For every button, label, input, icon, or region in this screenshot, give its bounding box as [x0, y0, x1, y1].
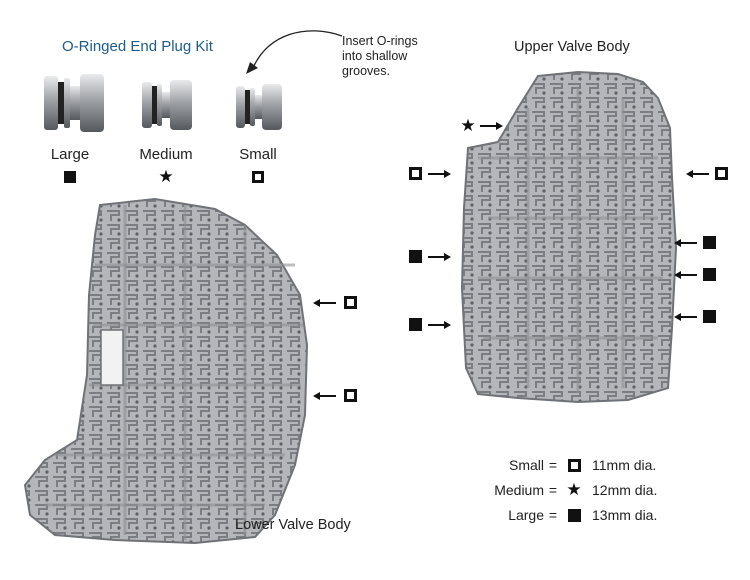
solid-square-icon [409, 250, 422, 263]
upper-marker-small-1 [409, 167, 451, 180]
upper-marker-medium-1: ★ [460, 116, 503, 135]
note-arrow [246, 30, 343, 74]
kit-title: O-Ringed End Plug Kit [62, 38, 213, 55]
legend-row-small: Small = 11mm dia. [508, 457, 657, 473]
lower-marker-small-1 [313, 296, 357, 309]
star-icon: ★ [158, 167, 174, 186]
lower-marker-small-2 [313, 389, 357, 402]
hollow-square-icon [409, 167, 422, 180]
size-legend: Small = 11mm dia. Medium = ★ 12mm dia. L… [468, 455, 657, 525]
hollow-square-icon [567, 458, 581, 472]
hollow-square-icon [344, 296, 357, 309]
solid-square-icon [703, 236, 716, 249]
plug-label-large: Large [50, 146, 90, 163]
upper-marker-large-4 [674, 310, 716, 323]
medium-plug-image [142, 80, 192, 130]
plug-label-small: Small [239, 146, 277, 163]
small-plug-image [236, 84, 282, 130]
star-icon: ★ [566, 480, 582, 499]
solid-square-icon [409, 318, 422, 331]
solid-square-icon [703, 268, 716, 281]
star-icon: ★ [460, 116, 476, 135]
lower-valve-body-title: Lower Valve Body [235, 517, 351, 533]
upper-marker-large-2 [674, 236, 716, 249]
legend-row-medium: Medium = ★ 12mm dia. [494, 480, 658, 499]
upper-marker-large-3 [674, 268, 716, 281]
solid-square-icon [64, 171, 76, 183]
hollow-square-icon [344, 389, 357, 402]
hollow-square-icon [715, 167, 728, 180]
solid-square-icon [703, 310, 716, 323]
legend-row-large: Large = 13mm dia. [508, 507, 658, 523]
lower-valve-body-image [23, 197, 309, 545]
hollow-square-icon [252, 171, 264, 183]
upper-marker-large-5 [409, 318, 451, 331]
note-text: Insert O-rings into shallow grooves. [342, 34, 418, 78]
upper-valve-body-image [460, 70, 678, 404]
solid-square-icon [567, 508, 581, 522]
large-plug-image [44, 74, 104, 132]
plug-label-medium: Medium [139, 146, 193, 163]
upper-valve-body-title: Upper Valve Body [514, 39, 630, 55]
upper-marker-small-2 [686, 167, 728, 180]
upper-marker-large-1 [409, 250, 451, 263]
